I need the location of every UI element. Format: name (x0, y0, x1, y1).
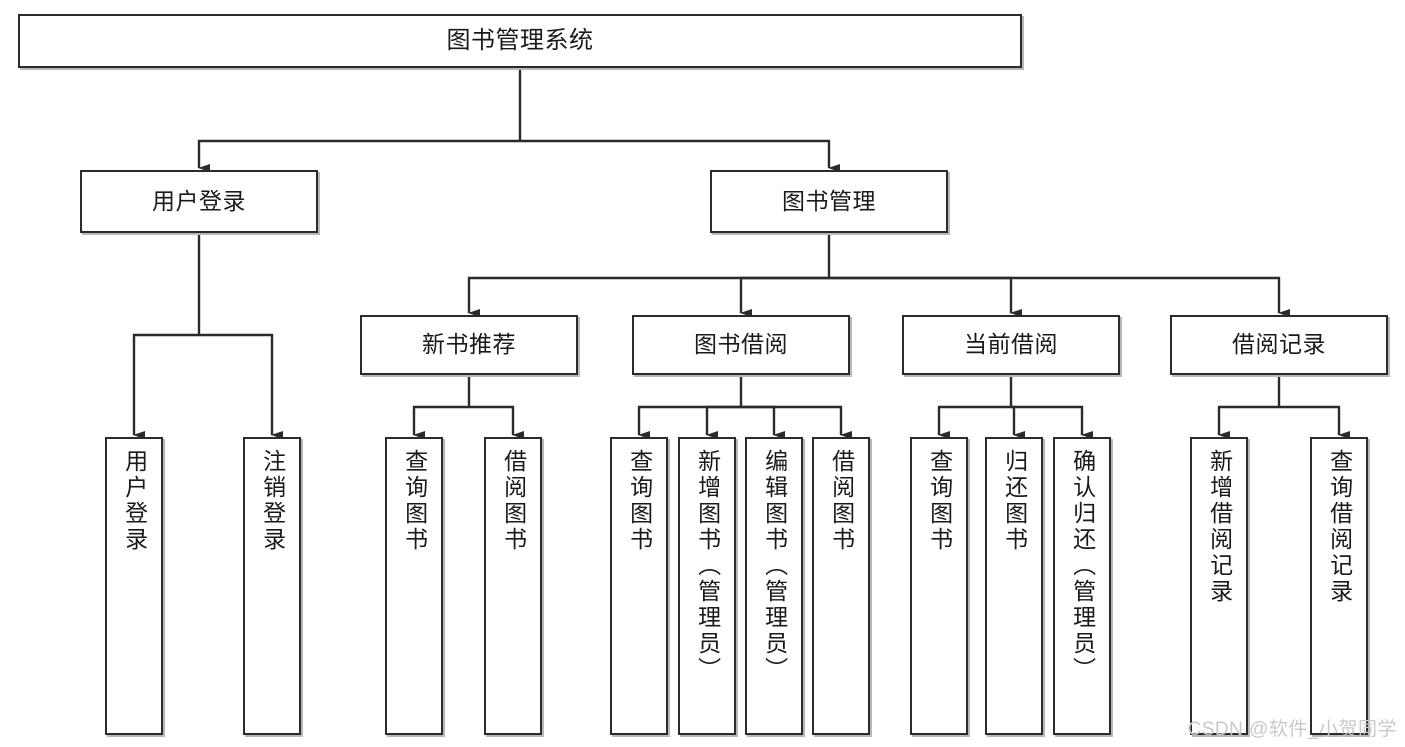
node-user-login-label: 用户登录 (152, 187, 246, 214)
edge-connector (132, 333, 199, 439)
leaf-logout-label: 注销登录 (259, 449, 286, 553)
leaf-query-book[interactable]: 查询图书 (610, 437, 668, 735)
node-new-book-recommend-label: 新书推荐 (422, 331, 516, 358)
leaf-add-book-admin[interactable]: 新增图书（管理员） (678, 437, 736, 735)
leaf-borrow-book-recommend[interactable]: 借阅图书 (484, 437, 542, 735)
node-book-management[interactable]: 图书管理 (710, 170, 948, 233)
leaf-add-book-admin-label: 新增图书（管理员） (694, 449, 721, 683)
leaf-edit-book-admin-label: 编辑图书（管理员） (761, 449, 788, 683)
node-root-label: 图书管理系统 (446, 26, 594, 54)
node-book-management-label: 图书管理 (782, 187, 876, 214)
node-user-login[interactable]: 用户登录 (80, 170, 318, 233)
edge-connector (520, 139, 840, 172)
edge-connector (705, 405, 741, 439)
edge-connector (637, 405, 741, 439)
leaf-confirm-return-admin[interactable]: 确认归还（管理员） (1053, 437, 1111, 735)
edge-connector (1217, 405, 1279, 439)
leaf-edit-book-admin[interactable]: 编辑图书（管理员） (745, 437, 803, 735)
leaf-add-borrow-record-label: 新增借阅记录 (1206, 449, 1233, 605)
edge-connector (469, 405, 524, 439)
edge-connector (199, 333, 283, 439)
edge-connector (829, 276, 1022, 317)
edge-connector (741, 405, 785, 439)
edge-connector (739, 276, 829, 317)
node-book-borrow-label: 图书借阅 (694, 331, 788, 358)
leaf-return-book[interactable]: 归还图书 (985, 437, 1043, 735)
watermark: CSDN @软件_小贺同学 (1187, 719, 1397, 740)
edge-connector (197, 139, 520, 172)
edge-connector (467, 276, 829, 317)
edge-connector (741, 405, 852, 439)
node-borrow-record-label: 借阅记录 (1232, 331, 1326, 358)
leaf-user-login-label: 用户登录 (121, 449, 148, 553)
leaf-return-book-label: 归还图书 (1001, 449, 1028, 553)
leaf-borrow-book-recommend-label: 借阅图书 (500, 449, 527, 553)
leaf-query-borrow-record-label: 查询借阅记录 (1326, 449, 1353, 605)
leaf-add-borrow-record[interactable]: 新增借阅记录 (1190, 437, 1248, 735)
edge-connector (937, 405, 1011, 439)
edge-connector (1279, 405, 1350, 439)
edge-connector (829, 276, 1290, 317)
leaf-query-book-label: 查询图书 (626, 449, 653, 553)
edge-connector (1011, 405, 1093, 439)
node-book-borrow[interactable]: 图书借阅 (632, 315, 850, 375)
leaf-confirm-return-admin-label: 确认归还（管理员） (1069, 449, 1096, 683)
node-current-borrow-label: 当前借阅 (964, 331, 1058, 358)
node-current-borrow[interactable]: 当前借阅 (902, 315, 1120, 375)
edge-connector (412, 405, 469, 439)
leaf-logout[interactable]: 注销登录 (243, 437, 301, 735)
leaf-query-book-current-label: 查询图书 (926, 449, 953, 553)
edge-connector (1011, 405, 1025, 439)
leaf-borrow-book[interactable]: 借阅图书 (812, 437, 870, 735)
leaf-user-login[interactable]: 用户登录 (105, 437, 163, 735)
leaf-borrow-book-label: 借阅图书 (828, 449, 855, 553)
leaf-query-book-current[interactable]: 查询图书 (910, 437, 968, 735)
node-root[interactable]: 图书管理系统 (18, 14, 1022, 68)
node-new-book-recommend[interactable]: 新书推荐 (360, 315, 578, 375)
node-borrow-record[interactable]: 借阅记录 (1170, 315, 1388, 375)
leaf-query-book-recommend-label: 查询图书 (401, 449, 428, 553)
leaf-query-book-recommend[interactable]: 查询图书 (385, 437, 443, 735)
leaf-query-borrow-record[interactable]: 查询借阅记录 (1310, 437, 1368, 735)
